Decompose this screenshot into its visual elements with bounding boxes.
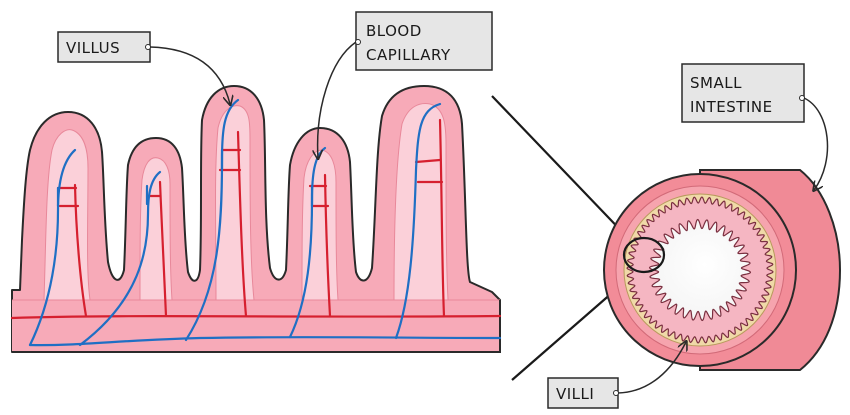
label-villus: VILLUS	[58, 32, 230, 104]
villi-tissue	[12, 86, 500, 352]
villi-label-text: VILLI	[556, 385, 594, 403]
villus-label-text: VILLUS	[66, 39, 120, 57]
small-intestine-label-line1: SMALL	[690, 74, 742, 92]
small-intestine-section	[604, 170, 840, 370]
blood-capillary-label-line1: BLOOD	[366, 22, 422, 40]
blood-capillary-label-line2: CAPILLARY	[366, 46, 451, 64]
small-intestine-label-line2: INTESTINE	[690, 98, 773, 116]
